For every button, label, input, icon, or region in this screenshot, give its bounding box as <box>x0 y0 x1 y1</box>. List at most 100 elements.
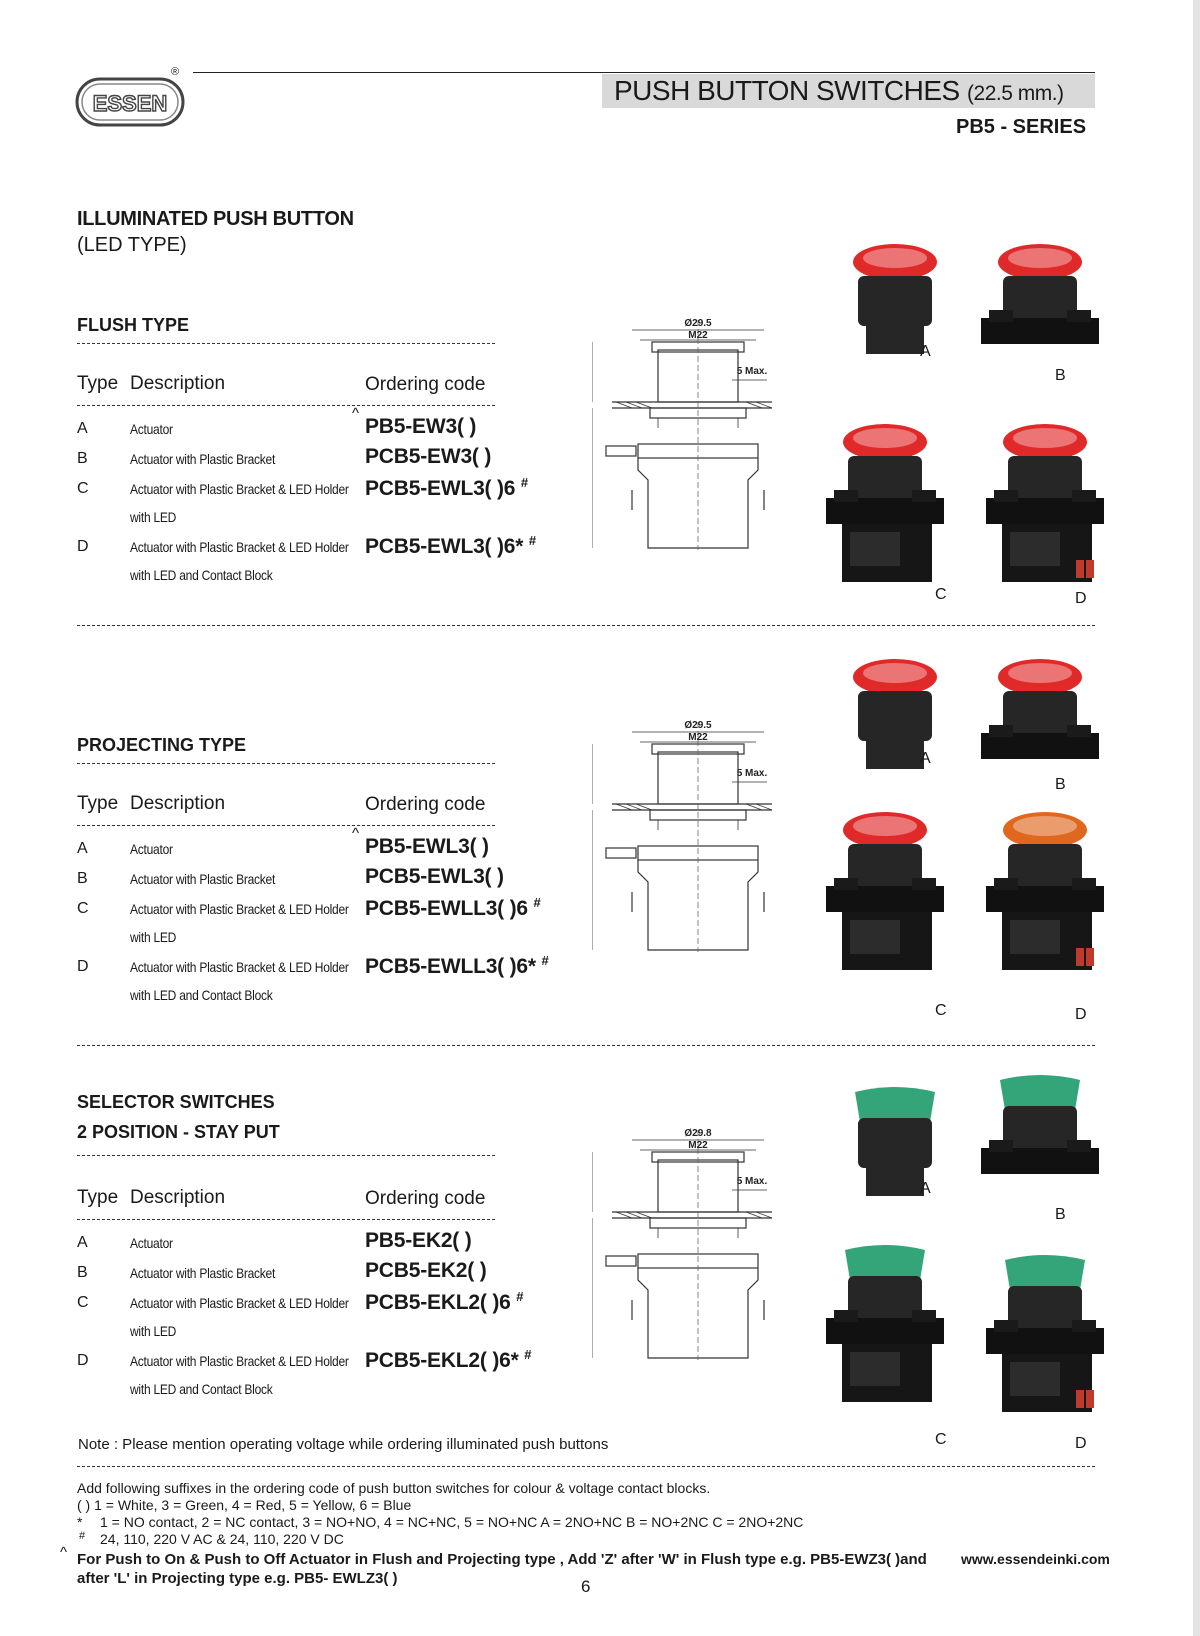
column-description: Description <box>130 373 226 394</box>
photo-label: B <box>1055 367 1066 384</box>
dimension-diameter: Ø29.8 <box>684 1128 712 1139</box>
product-photo-b <box>981 244 1099 344</box>
ordering-code: PB5-EWL3( ) <box>365 835 489 859</box>
product-photo-d <box>986 424 1104 582</box>
footer-voltage-codes: 24, 110, 220 V AC & 24, 110, 220 V DC <box>100 1531 344 1547</box>
code-text: PCB5-EK2( ) <box>365 1259 487 1282</box>
row-type: A <box>77 840 88 857</box>
ordering-code: PCB5-EKL2( )6 # <box>365 1289 523 1315</box>
row-description-2: with LED and Contact Block <box>130 1381 273 1397</box>
row-description: Actuator with Plastic Bracket & LED Hold… <box>130 481 349 497</box>
footer-colour-codes: ( ) 1 = White, 3 = Green, 4 = Red, 5 = Y… <box>77 1497 412 1513</box>
dimension-diameter: Ø29.5 <box>684 720 712 731</box>
code-mark: # <box>520 475 528 490</box>
photo-label: B <box>1055 776 1066 793</box>
code-text: PCB5-EWLL3( )6* <box>365 955 536 978</box>
dimension-panel: 5 Max. <box>737 366 768 377</box>
table-divider <box>77 825 495 826</box>
title-main: PUSH BUTTON SWITCHES <box>614 75 960 106</box>
ordering-code: PB5-EW3( ) <box>365 415 476 439</box>
row-description: Actuator with Plastic Bracket & LED Hold… <box>130 901 349 917</box>
footer-suffix-intro: Add following suffixes in the ordering c… <box>77 1480 711 1496</box>
column-type: Type <box>77 1187 119 1208</box>
row-description-2: with LED <box>130 929 177 945</box>
code-text: PCB5-EWL3( )6* <box>365 535 524 558</box>
section-divider <box>77 343 495 344</box>
code-text: PCB5-EKL2( )6 <box>365 1291 511 1314</box>
code-text: PB5-EW3( ) <box>365 415 477 438</box>
ordering-code: PCB5-EWL3( )6 # <box>365 475 528 501</box>
code-mark: # <box>528 533 536 548</box>
photo-label: D <box>1075 1006 1087 1023</box>
page-edge <box>1193 0 1200 1636</box>
photo-label: C <box>935 1002 947 1019</box>
dimension-panel: 5 Max. <box>737 1176 768 1187</box>
section-heading: SELECTOR SWITCHES <box>77 1092 275 1112</box>
product-photo-b <box>981 1075 1099 1174</box>
photo-label: D <box>1075 1435 1087 1452</box>
photo-label: A <box>920 1180 931 1197</box>
ordering-code: PCB5-EW3( ) <box>365 445 491 469</box>
column-type: Type <box>77 793 119 814</box>
photo-label: A <box>920 343 931 360</box>
footer-contact-mark: * <box>77 1514 83 1530</box>
ordering-code: PCB5-EWLL3( )6 # <box>365 895 541 921</box>
row-description: Actuator with Plastic Bracket <box>130 1265 276 1281</box>
column-ordering-code: Ordering code <box>365 794 486 815</box>
ordering-code: PCB5-EK2( ) <box>365 1259 487 1283</box>
row-description: Actuator <box>130 421 173 437</box>
ordering-code: PCB5-EWLL3( )6* # <box>365 953 549 979</box>
product-photo-a <box>853 244 937 354</box>
code-text: PCB5-EKL2( )6* <box>365 1349 519 1372</box>
row-description-2: with LED and Contact Block <box>130 567 273 583</box>
column-ordering-code: Ordering code <box>365 1188 486 1209</box>
section-divider <box>77 763 495 764</box>
code-text: PCB5-EWLL3( )6 <box>365 897 528 920</box>
row-type: C <box>77 900 89 917</box>
column-type: Type <box>77 373 119 394</box>
row-type: B <box>77 870 88 887</box>
product-photo-b <box>981 659 1099 759</box>
dimension-diameter: Ø29.5 <box>684 318 712 329</box>
table-divider <box>77 1219 495 1220</box>
row-description: Actuator <box>130 1235 173 1251</box>
photo-label: B <box>1055 1206 1066 1223</box>
row-description: Actuator with Plastic Bracket & LED Hold… <box>130 1353 349 1369</box>
code-text: PCB5-EWL3( )6 <box>365 477 516 500</box>
row-description: Actuator with Plastic Bracket <box>130 871 276 887</box>
product-photo-c <box>826 424 944 582</box>
footer-push-note-1: For Push to On & Push to Off Actuator in… <box>77 1551 927 1568</box>
code-text: PB5-EWL3( ) <box>365 835 489 858</box>
essen-logo: ESSEN <box>75 77 185 127</box>
column-description: Description <box>130 1187 226 1208</box>
dimension-thread: M22 <box>688 732 708 743</box>
footer-divider <box>77 1466 1095 1467</box>
section-separator <box>77 625 1095 626</box>
code-mark: # <box>541 953 549 968</box>
intro-heading: ILLUMINATED PUSH BUTTON <box>77 208 354 230</box>
row-type: D <box>77 1352 89 1369</box>
product-photo-d <box>986 1255 1104 1412</box>
series-label: PB5 - SERIES <box>956 116 1087 138</box>
row-type: B <box>77 1264 88 1281</box>
dimension-thread: M22 <box>688 1140 708 1151</box>
section-heading-2: 2 POSITION - STAY PUT <box>77 1122 280 1142</box>
website-link[interactable]: www.essendeinki.com <box>961 1551 1110 1567</box>
registered-mark: ® <box>171 66 180 78</box>
ordering-code: PCB5-EKL2( )6* # <box>365 1347 531 1373</box>
row-description-2: with LED <box>130 509 177 525</box>
intro-subheading: (LED TYPE) <box>77 234 187 256</box>
section-separator <box>77 1045 1095 1046</box>
push-type-caret: ^ <box>352 405 360 422</box>
row-description-2: with LED <box>130 1323 177 1339</box>
column-ordering-code: Ordering code <box>365 374 486 395</box>
row-type: C <box>77 1294 89 1311</box>
column-description: Description <box>130 793 226 814</box>
page-title: PUSH BUTTON SWITCHES (22.5 mm.) <box>614 74 1064 111</box>
row-description: Actuator with Plastic Bracket <box>130 451 276 467</box>
product-photo-c <box>826 1245 944 1402</box>
product-photo-c <box>826 812 944 970</box>
table-divider <box>77 405 495 406</box>
title-band <box>602 74 1095 108</box>
